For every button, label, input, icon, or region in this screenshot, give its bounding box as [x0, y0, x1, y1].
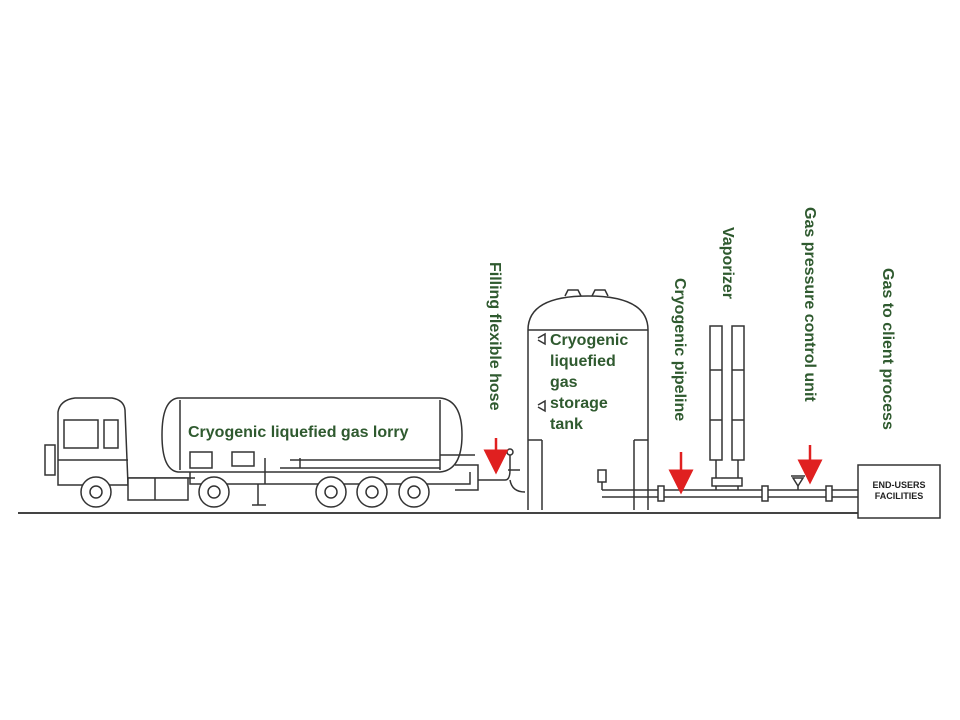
tank-label-line: storage	[550, 395, 608, 412]
tank-label-line: tank	[550, 416, 583, 433]
filling-hose-drawing	[478, 448, 526, 493]
pressure-control-unit-drawing	[791, 475, 805, 490]
client-process-label: Gas to client process	[879, 268, 896, 430]
pipeline-label: Cryogenic pipeline	[671, 278, 688, 422]
tank-label-line: Cryogenic	[550, 332, 629, 349]
facility-line: END-USERS	[872, 480, 926, 490]
tank-label-line: liquefied	[550, 353, 616, 370]
hose-label: Filling flexible hose	[486, 262, 503, 411]
lorry-drawing	[44, 397, 479, 508]
vaporizer-label: Vaporizer	[719, 227, 736, 300]
pressure-unit-label: Gas pressure control unit	[801, 207, 818, 402]
facility-line: FACILITIES	[874, 491, 924, 501]
flow-arrows	[483, 438, 823, 495]
tank-label: Cryogenic liquefied gas storage tank	[550, 330, 650, 435]
end-users-facilities-box	[857, 464, 941, 519]
vaporizer-drawing	[709, 325, 745, 490]
end-users-facilities-label: END-USERS FACILITIES	[858, 480, 940, 502]
tank-label-line: gas	[550, 374, 578, 391]
cryogenic-pipeline-drawing	[602, 485, 858, 502]
lorry-label: Cryogenic liquefied gas lorry	[188, 424, 409, 441]
